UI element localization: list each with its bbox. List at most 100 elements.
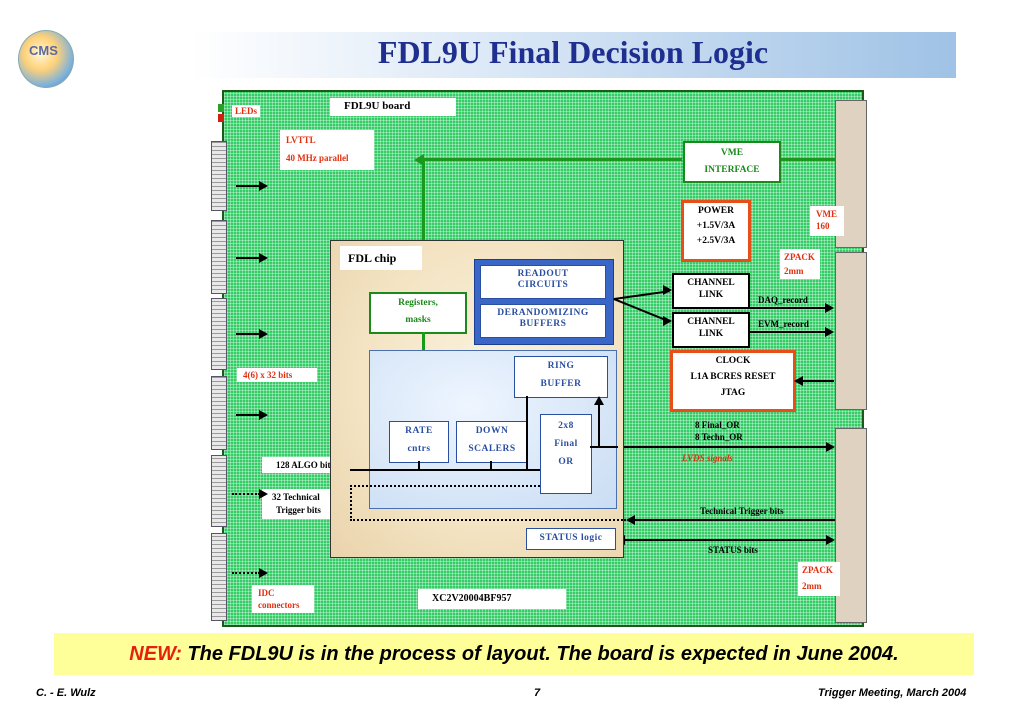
- clock-arrowhead: [794, 376, 803, 386]
- board-label: FDL9U board: [344, 100, 411, 112]
- daq-record-label: DAQ_record: [758, 295, 808, 305]
- ring-line2: BUFFER: [540, 379, 582, 389]
- input-arrow-2: [236, 257, 260, 259]
- daq-record-arrow: [750, 307, 826, 309]
- input-arrowhead-4: [259, 410, 268, 420]
- registers-line1: Registers,: [398, 298, 438, 308]
- vme160-label-box: VME 160: [810, 206, 844, 236]
- announcement-statement: The FDL9U is in the process of layout. T…: [181, 643, 899, 665]
- slide-title: FDL9U Final Decision Logic: [377, 34, 769, 70]
- tech-trigger-bits-label: Technical Trigger bits: [700, 506, 784, 516]
- rate-counters-box: RATE cntrs: [389, 421, 449, 463]
- ring-buffer-box: RING BUFFER: [514, 356, 608, 398]
- clock-line3: JTAG: [720, 388, 746, 398]
- idc-connector-1: [211, 141, 227, 211]
- vme-interface-box: VME INTERFACE: [683, 141, 781, 183]
- idc-connector-4: [211, 376, 227, 450]
- footer-author: C. - E. Wulz: [36, 687, 96, 699]
- readout-line2: CIRCUITS: [517, 280, 569, 290]
- rate-line2: cntrs: [407, 444, 431, 454]
- status-logic-box: STATUS logic: [526, 528, 616, 550]
- status-bits-arrow: [624, 539, 828, 541]
- zpack-top-box: ZPACK 2mm: [780, 249, 820, 279]
- input-arrow-6: [232, 572, 260, 574]
- fdl-chip-label: FDL chip: [348, 251, 397, 265]
- final-or-line1: 2x8: [558, 421, 574, 431]
- vme-to-connector-line: [780, 158, 835, 161]
- derand-line2: BUFFERS: [519, 319, 567, 329]
- input-arrowhead-5: [259, 489, 268, 499]
- final-or-out-line: [590, 446, 618, 448]
- derandomizing-buffers-box: DERANDOMIZING BUFFERS: [480, 304, 606, 338]
- idc-connector-2: [211, 220, 227, 294]
- status-logic-label: STATUS logic: [539, 533, 603, 543]
- final-or-arrow: [616, 446, 828, 448]
- tech-bits-line1: 32 Technical: [272, 492, 320, 502]
- logo-text: CMS: [29, 43, 58, 58]
- footer-meeting: Trigger Meeting, March 2004: [818, 687, 967, 699]
- led-green: [218, 104, 224, 112]
- input-arrowhead-2: [259, 253, 268, 263]
- ring-feed-line: [526, 396, 528, 470]
- input-arrowhead-1: [259, 181, 268, 191]
- channel-link-2: CHANNEL LINK: [672, 312, 750, 348]
- registers-line2: masks: [405, 315, 431, 325]
- idc-connectors-label: connectors: [258, 600, 300, 610]
- rate-tap-line: [418, 461, 420, 470]
- clock-box: CLOCK L1A BCRES RESET JTAG: [670, 350, 796, 412]
- cms-logo: CMS: [18, 30, 74, 88]
- input-arrowhead-6: [259, 568, 268, 578]
- ring-line1: RING: [547, 361, 575, 371]
- lvttl-label-box: LVTTL 40 MHz parallel: [280, 130, 374, 170]
- tech-bits-box: 32 Technical Trigger bits: [262, 489, 342, 519]
- zpack-bottom-box: ZPACK 2mm: [798, 562, 840, 596]
- vme-interface-line1: VME: [720, 148, 744, 158]
- vme-bus-line: [424, 158, 682, 161]
- footer-page-number: 7: [534, 687, 541, 699]
- bits-label: 4(6) x 32 bits: [237, 368, 317, 382]
- algo-bus-line: [350, 469, 540, 471]
- new-label: NEW:: [129, 643, 182, 665]
- derand-line1: DERANDOMIZING: [497, 308, 589, 318]
- lvttl-label: LVTTL: [286, 135, 316, 145]
- title-bar: [190, 32, 956, 78]
- vme160-line1: VME: [816, 209, 837, 219]
- idc-label: IDC: [258, 588, 275, 598]
- power-line1: POWER: [698, 206, 734, 216]
- input-arrow-5: [232, 493, 260, 495]
- led-red: [218, 114, 224, 122]
- final-or-line3: OR: [558, 457, 574, 467]
- readout-circuits-box: READOUT CIRCUITS: [480, 265, 606, 299]
- channel-link-1-line1: CHANNEL: [687, 278, 735, 288]
- vme-bus-arrowhead: [414, 154, 424, 166]
- input-arrow-1: [236, 185, 260, 187]
- idc-connector-6: [211, 533, 227, 621]
- tech-trigger-dotted-left: [350, 485, 352, 521]
- tech-trigger-dotted-top: [350, 485, 540, 487]
- ring-up-arrowhead: [594, 396, 604, 405]
- announcement-text: NEW: The FDL9U is in the process of layo…: [54, 643, 974, 666]
- announcement-banner: [54, 633, 974, 675]
- down-tap-line: [490, 461, 492, 470]
- channel-link-1: CHANNEL LINK: [672, 273, 750, 309]
- evm-record-arrow: [750, 331, 826, 333]
- down-line2: SCALERS: [468, 444, 516, 454]
- tech-bits-line2: Trigger bits: [276, 505, 321, 515]
- techn-or-label: 8 Techn_OR: [695, 432, 743, 442]
- power-line3: +2.5V/3A: [696, 236, 736, 246]
- lvds-label: LVDS signals: [682, 453, 733, 463]
- tech-trigger-dotted-bottom: [350, 519, 626, 521]
- chip-part-label: XC2V20004BF957: [432, 593, 512, 604]
- registers-to-core-line: [422, 332, 425, 350]
- input-arrowhead-3: [259, 329, 268, 339]
- input-arrow-4: [236, 414, 260, 416]
- idc-connector-3: [211, 298, 227, 370]
- status-bits-label: STATUS bits: [708, 545, 758, 555]
- down-scalers-box: DOWN SCALERS: [456, 421, 528, 463]
- vme160-line2: 160: [816, 221, 830, 231]
- fdl-chip-label-box: FDL chip: [340, 246, 422, 270]
- zpack-bottom-line2: 2mm: [802, 581, 822, 591]
- registers-box: Registers, masks: [369, 292, 467, 334]
- evm-arrowhead: [825, 327, 834, 337]
- link1-arrowhead: [663, 285, 672, 295]
